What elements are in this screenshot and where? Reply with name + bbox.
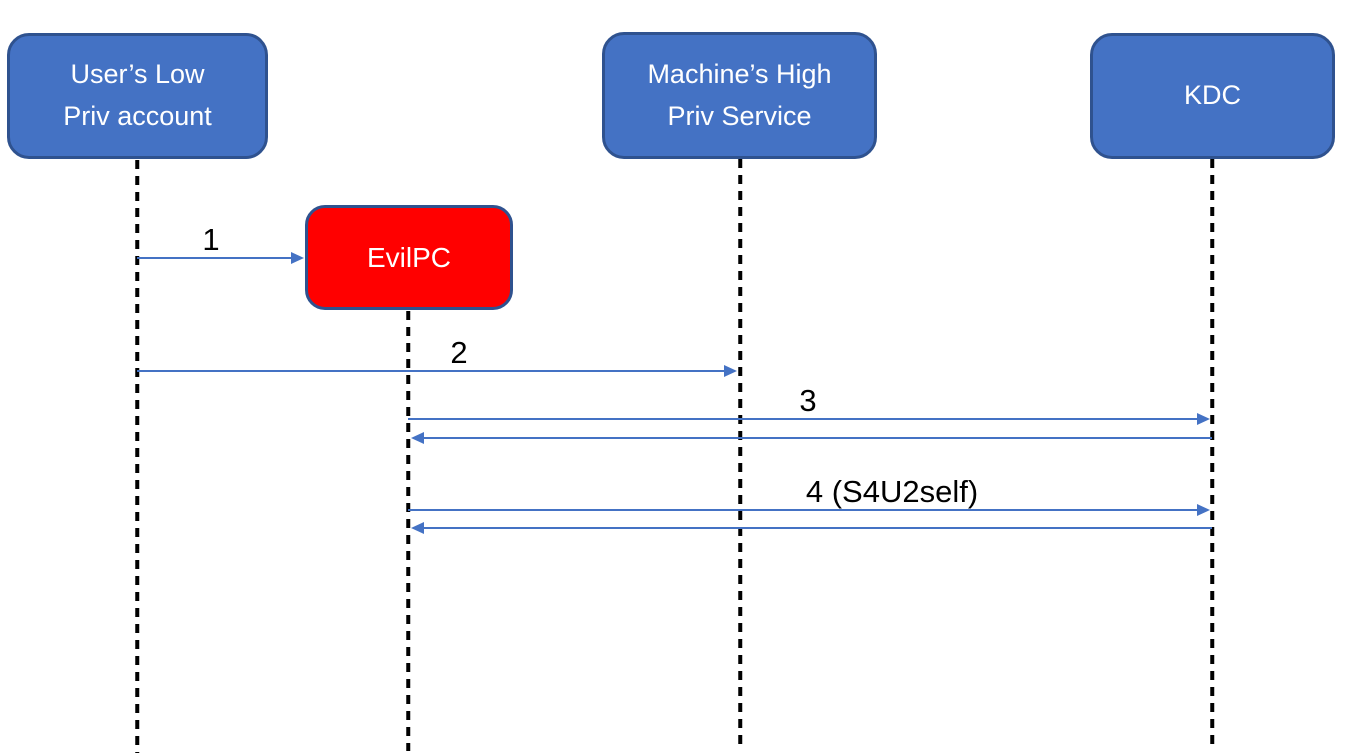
lifeline-kdc — [1210, 159, 1214, 747]
node-evilpc-label: EvilPC — [366, 241, 451, 273]
actor-user-label-line2: Priv account — [63, 101, 212, 131]
message-label-2: 2 — [450, 335, 468, 370]
message-arrow-2 — [137, 363, 737, 378]
message-arrow-1 — [137, 250, 304, 265]
actor-kdc: KDC — [1090, 33, 1335, 159]
lifeline-user — [135, 160, 139, 753]
actor-machine-high-priv: Machine’s High Priv Service — [602, 32, 877, 159]
actor-user-label-line1: User’s Low — [70, 59, 205, 90]
actor-kdc-label: KDC — [1183, 80, 1241, 111]
message-label-1: 1 — [202, 222, 220, 257]
message-arrow-4 — [408, 502, 1210, 517]
lifeline-evilpc — [406, 311, 410, 751]
node-evilpc: EvilPC — [305, 205, 513, 310]
actor-user-low-priv: User’s Low Priv account — [7, 33, 268, 159]
message-return-4 — [411, 520, 1212, 535]
actor-machine-label-line1: Machine’s High — [647, 58, 832, 89]
message-label-3: 3 — [799, 383, 817, 418]
lifeline-machine — [738, 159, 742, 749]
actor-machine-label-line2: Priv Service — [667, 100, 812, 131]
message-arrow-3 — [408, 411, 1210, 426]
message-label-4: 4 (S4U2self) — [805, 474, 979, 509]
message-return-3 — [411, 430, 1212, 445]
